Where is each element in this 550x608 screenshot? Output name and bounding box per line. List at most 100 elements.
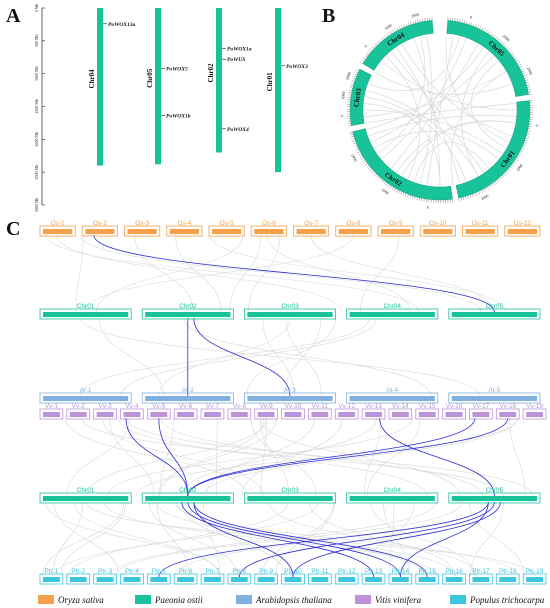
arabidopsis-chromosome-label: At-1 <box>80 387 92 394</box>
arc-tick <box>523 142 527 144</box>
arc-tick <box>356 149 360 151</box>
arc-tick <box>457 18 458 22</box>
arc-tick <box>348 125 352 127</box>
synteny-link <box>84 234 354 313</box>
arc-tick <box>423 198 425 202</box>
peony-chromosome-frame <box>243 492 336 504</box>
arc-tick <box>369 168 373 172</box>
arc-tick <box>527 130 531 132</box>
grape-chromosome-bar <box>418 412 436 417</box>
grape-chromosome-bar <box>257 412 275 417</box>
poplar-chromosome-frame <box>254 573 278 585</box>
arc-tick <box>367 51 370 55</box>
arc-tick <box>378 177 381 180</box>
arc-tick <box>352 78 356 80</box>
rice-chromosome-frame <box>124 225 161 237</box>
chromosome-arcs: Chr05010002000Chr01010002000Chr020100020… <box>340 12 540 210</box>
wox-synteny-link <box>193 317 291 397</box>
arc-tick <box>381 180 385 183</box>
arabidopsis-chromosome-bar <box>43 396 129 401</box>
arc-tick <box>370 48 373 51</box>
gene-label: PoWOX3 <box>286 64 308 70</box>
rice-chromosome-frame <box>39 225 76 237</box>
arc-tick <box>481 27 484 31</box>
grape-chromosome-frame <box>469 408 493 420</box>
peony-chromosome-bar <box>145 312 231 317</box>
arc-tick <box>414 196 416 200</box>
poplar-chromosome-bar <box>499 577 517 582</box>
grape-chromosome-label: Vv-7 <box>206 403 220 410</box>
peony-chromosome-label: Chr01 <box>77 487 95 494</box>
poplar-chromosome-label: Ptr-5 <box>152 568 166 575</box>
peony-chromosome-bar <box>451 496 537 501</box>
synteny-link <box>284 317 322 397</box>
arabidopsis-chromosome-bar <box>451 396 537 401</box>
arc-tick <box>421 198 423 202</box>
arc-tick <box>501 175 505 178</box>
arc-tick <box>510 51 513 55</box>
wox-synteny-link <box>187 501 401 578</box>
axis-tick-label: 500 Mb <box>34 35 39 48</box>
arc-tick <box>359 155 363 158</box>
arc-tick <box>365 53 369 56</box>
arc-tick <box>419 19 421 23</box>
grape-chromosome-frame <box>120 408 144 420</box>
arabidopsis-chromosome-label: At-4 <box>386 387 398 394</box>
collinearity-link <box>470 60 506 149</box>
rice-chromosome-label: Os-10 <box>429 220 447 227</box>
arc-tick <box>416 197 418 201</box>
poplar-chromosome-label: Ptr-3 <box>98 568 112 575</box>
arc-tick <box>495 36 498 40</box>
poplar-chromosome-label: Ptr-8 <box>232 568 246 575</box>
grape-chromosome-label: Vv-14 <box>392 403 409 410</box>
panel-label-c: C <box>6 218 20 240</box>
arc-tick <box>362 159 366 162</box>
poplar-chromosome-bar <box>311 577 329 582</box>
arc-tick <box>506 170 510 173</box>
chromosome-bar <box>155 8 161 165</box>
synteny-link <box>80 317 480 397</box>
chromosome-arc <box>446 20 529 97</box>
arc-tick <box>463 196 465 200</box>
synteny-link <box>159 417 277 497</box>
arc-tick <box>491 33 494 37</box>
poplar-chromosome-bar <box>150 577 168 582</box>
arc-tick <box>483 28 486 32</box>
poplar-chromosome-label: Ptr-15 <box>419 568 437 575</box>
legend-label: Arabidopsis thaliana <box>255 595 332 605</box>
arc-tick <box>380 178 383 182</box>
arc-tick <box>408 22 410 26</box>
arc-tick <box>511 53 515 56</box>
peony-chromosome-bar <box>349 312 435 317</box>
synteny-link <box>202 501 221 578</box>
arc-tick-label: 1000 <box>515 163 524 172</box>
arc-tick <box>521 70 525 73</box>
arabidopsis-chromosome-bar <box>145 396 231 401</box>
arc-tick <box>358 153 362 156</box>
arabidopsis-chromosome-label: At-5 <box>489 387 501 394</box>
arabidopsis-chromosome-frame <box>39 392 132 404</box>
synteny-link <box>248 234 281 313</box>
synteny-link <box>260 417 267 497</box>
arc-tick <box>493 35 496 38</box>
arc-tick-label: 1000 <box>383 23 392 31</box>
arc-tick <box>504 44 507 48</box>
grape-chromosome-label: Vv-3 <box>99 403 113 410</box>
poplar-chromosome-label: Ptr-14 <box>392 568 410 575</box>
rice-chromosome-frame <box>419 225 456 237</box>
rice-chromosome-label: Os-11 <box>472 220 489 227</box>
background-synteny-links <box>42 234 536 578</box>
arc-tick <box>468 21 470 25</box>
legend-swatch <box>355 595 371 604</box>
arc-tick <box>516 156 520 159</box>
peony-chromosome-bar <box>43 496 129 501</box>
panel-b-circos-plot: Chr05010002000Chr01010002000Chr020100020… <box>340 12 540 210</box>
arc-tick <box>366 165 370 168</box>
arc-tick <box>376 175 379 179</box>
arc-tick <box>528 93 532 95</box>
arc-tick <box>485 29 488 33</box>
arc-tick <box>372 172 376 175</box>
rice-chromosome-bar <box>465 229 495 234</box>
